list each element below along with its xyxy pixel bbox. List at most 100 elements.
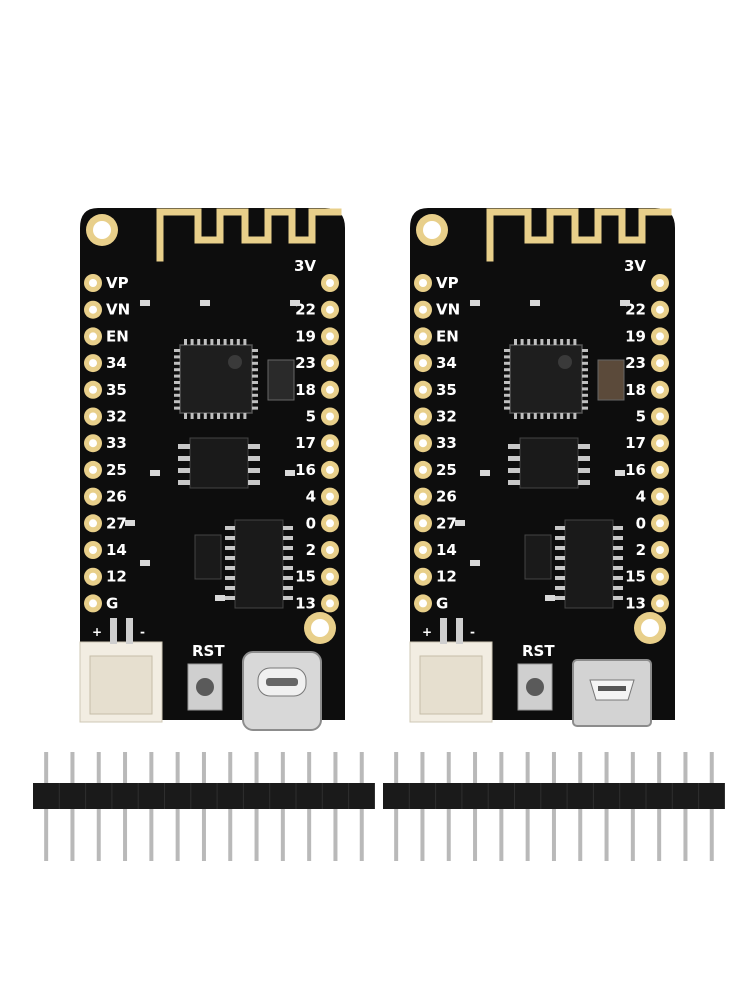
chip-leg xyxy=(248,480,260,485)
header-divider xyxy=(671,783,673,809)
smd-component xyxy=(480,470,490,476)
chip-leg xyxy=(555,536,565,540)
pin-hole xyxy=(89,359,97,368)
pin-label: 22 xyxy=(295,301,316,319)
pin-label: 22 xyxy=(625,301,646,319)
chip-leg xyxy=(613,526,623,530)
chip-leg xyxy=(527,339,531,345)
chip-leg xyxy=(555,576,565,580)
header-pin xyxy=(254,809,259,861)
header-divider xyxy=(592,783,594,809)
connector-pin xyxy=(110,618,117,644)
chip-leg xyxy=(504,400,510,404)
chip-leg xyxy=(573,339,577,345)
pin-hole xyxy=(419,305,427,314)
chip-leg xyxy=(217,413,220,419)
chip-leg xyxy=(190,413,194,419)
pin-hole xyxy=(419,546,427,554)
header-pin xyxy=(420,752,425,783)
chip-leg xyxy=(582,393,588,397)
pin-label: 16 xyxy=(625,461,646,479)
chip-leg xyxy=(520,339,524,345)
chip-leg xyxy=(252,349,258,352)
header-pin xyxy=(578,752,583,783)
pin-hole xyxy=(89,465,97,474)
header-pin xyxy=(201,809,206,861)
pin-label: 13 xyxy=(625,594,646,612)
pin-label: EN xyxy=(436,327,459,345)
header-pin xyxy=(604,752,609,783)
pin-label: 4 xyxy=(636,488,646,506)
pin-label: 16 xyxy=(295,461,316,479)
reset-label: RST xyxy=(522,642,555,660)
pin-label: G xyxy=(436,594,448,612)
chip-leg xyxy=(210,413,214,419)
chip-leg xyxy=(252,400,258,404)
header-pin xyxy=(228,752,233,783)
chip-leg xyxy=(547,339,550,345)
chip-leg xyxy=(582,400,588,404)
chip-leg xyxy=(504,368,510,372)
header-divider xyxy=(216,783,218,809)
flash-chip xyxy=(189,437,249,489)
usb-serial-chip xyxy=(234,519,284,609)
chip-leg xyxy=(540,339,544,345)
chip-leg xyxy=(504,349,510,352)
esp32-chip xyxy=(179,344,253,414)
header-pin xyxy=(525,809,530,861)
pin-hole xyxy=(89,332,97,341)
pin-label: 19 xyxy=(625,327,646,345)
antenna-trace xyxy=(156,208,342,262)
pin-hole xyxy=(419,359,427,368)
pin-hole xyxy=(656,599,664,608)
pin-label: EN xyxy=(106,327,129,345)
pin-hole xyxy=(656,385,664,394)
battery-connector-slot xyxy=(419,655,483,715)
pin-hole xyxy=(656,546,664,554)
chip-leg xyxy=(225,536,235,540)
chip-leg xyxy=(248,468,260,473)
header-pin xyxy=(280,809,285,861)
chip-leg xyxy=(547,413,550,419)
pin-hole xyxy=(419,439,427,448)
header-pin xyxy=(525,752,530,783)
header-pin xyxy=(709,752,714,783)
pin-hole xyxy=(89,546,97,554)
chip-leg xyxy=(174,406,180,410)
pin-label: VP xyxy=(106,274,129,292)
header-pin xyxy=(683,809,688,861)
pin-hole xyxy=(89,385,97,394)
header-pin xyxy=(96,809,101,861)
pin-label: 12 xyxy=(436,568,457,586)
chip-leg xyxy=(230,339,234,345)
pin-label: 2 xyxy=(636,541,646,559)
chip-leg xyxy=(283,576,293,580)
pin-label: 18 xyxy=(625,381,646,399)
chip-leg xyxy=(283,596,293,600)
header-pin xyxy=(709,809,714,861)
pin-label: G xyxy=(106,594,118,612)
pin-hole xyxy=(89,492,97,501)
header-divider xyxy=(58,783,60,809)
header-pin xyxy=(551,809,556,861)
pin-hole xyxy=(326,332,334,341)
chip-leg xyxy=(243,339,247,345)
smd-component xyxy=(140,560,150,566)
smd-component xyxy=(140,300,150,306)
pin-label: 32 xyxy=(436,408,457,426)
chip-leg xyxy=(248,456,260,461)
pin-label: 5 xyxy=(636,408,646,426)
pin-hole xyxy=(326,492,334,501)
header-pin xyxy=(307,809,312,861)
chip-leg xyxy=(174,400,180,404)
header-divider xyxy=(487,783,489,809)
chip-leg xyxy=(283,556,293,560)
header-pin xyxy=(280,752,285,783)
chip-leg xyxy=(225,526,235,530)
pin-label: 0 xyxy=(306,514,316,532)
chip-leg xyxy=(504,387,510,391)
chip-leg xyxy=(573,413,577,419)
header-pin xyxy=(630,752,635,783)
pin-label: 35 xyxy=(106,381,127,399)
header-pin xyxy=(149,809,154,861)
